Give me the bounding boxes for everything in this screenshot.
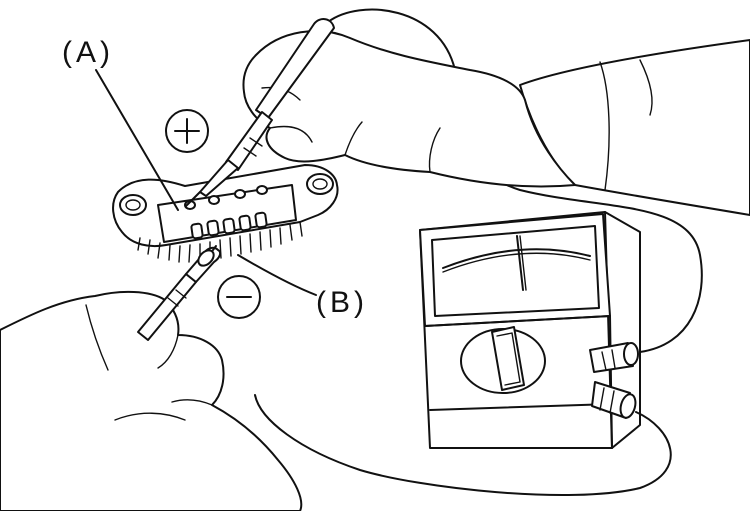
heat-sink-fins: [137, 221, 303, 263]
rectifier-assembly: [112, 164, 339, 263]
upper-hand: [242, 30, 750, 216]
positive-probe: [185, 18, 335, 207]
negative-probe: [137, 245, 222, 341]
positive-symbol: [165, 109, 209, 153]
multimeter: [419, 211, 641, 449]
meter-scale-window: [431, 225, 600, 317]
probe-jack-lower: [591, 381, 637, 419]
callout-b: (B): [237, 254, 368, 319]
leader-line-b: [237, 254, 317, 296]
label-a: (A): [62, 36, 114, 69]
range-selector-knob: [460, 326, 546, 394]
callout-a: (A): [62, 36, 179, 211]
probe-jack-upper: [589, 342, 639, 373]
label-b: (B): [316, 286, 368, 319]
meter-needle: [516, 235, 524, 291]
negative-symbol: [217, 275, 261, 319]
leader-line-a: [95, 69, 179, 211]
lower-hand: [0, 290, 303, 511]
test-lead-wires: [254, 8, 703, 497]
